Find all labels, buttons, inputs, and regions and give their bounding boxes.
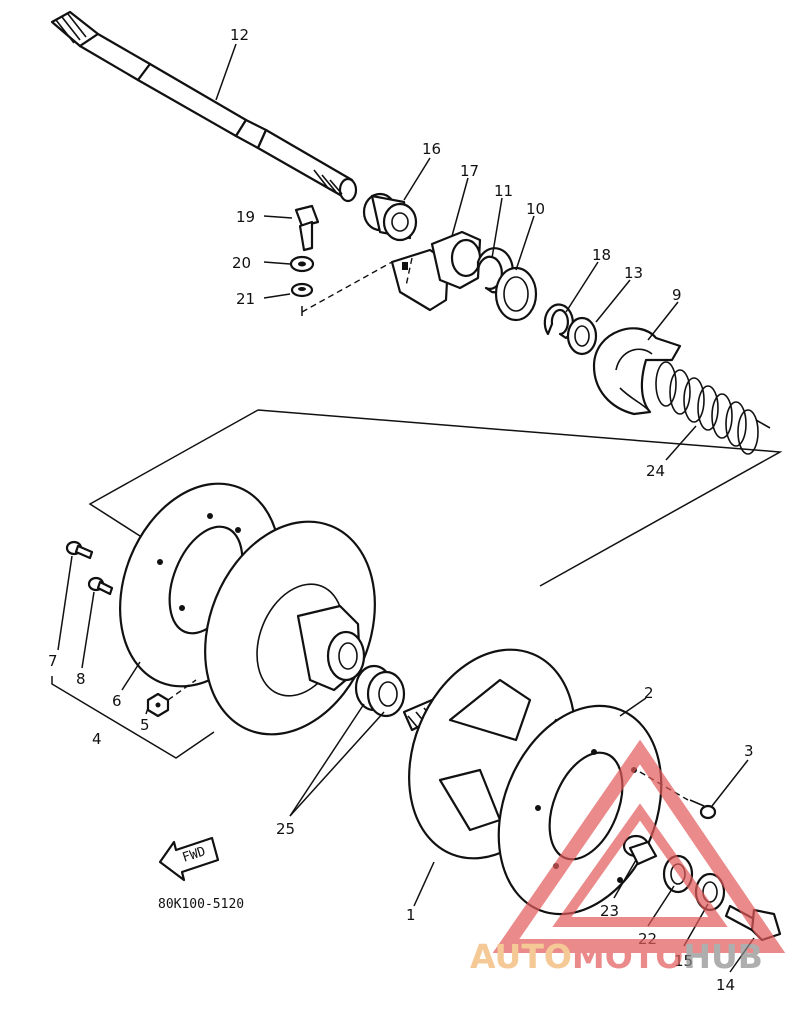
label-part-13: 13 xyxy=(624,264,643,282)
washer-part-13 xyxy=(566,316,598,356)
shaft-part-12 xyxy=(50,10,358,203)
label-part-19: 19 xyxy=(236,208,255,226)
bearing-part-16 xyxy=(362,192,418,242)
label-part-6: 6 xyxy=(112,692,122,710)
screw-part-3 xyxy=(689,799,717,820)
label-part-5: 5 xyxy=(140,716,150,734)
nut-part-5 xyxy=(146,692,170,718)
watermark-triangle-inner-icon xyxy=(552,803,728,927)
watermark-text-auto: AUTO xyxy=(470,937,572,976)
cam-part-9 xyxy=(592,327,682,416)
label-part-11: 11 xyxy=(494,182,513,200)
washer-part-10 xyxy=(494,266,538,322)
label-part-2: 2 xyxy=(644,684,654,702)
label-part-21: 21 xyxy=(236,290,255,308)
watermark-text-moto: MOTO xyxy=(572,937,683,976)
fwd-label: FWD xyxy=(181,844,208,866)
label-part-8: 8 xyxy=(76,670,86,688)
watermark-text: AUTOMOTOHUB xyxy=(470,937,763,976)
sheave-part-4 xyxy=(204,520,376,736)
fwd-arrow: FWD xyxy=(158,836,220,882)
washer-part-21 xyxy=(290,282,314,298)
label-part-14: 14 xyxy=(716,976,735,994)
bolt-part-8 xyxy=(87,576,114,596)
label-part-16: 16 xyxy=(422,140,441,158)
label-part-15: 15 xyxy=(674,952,693,970)
watermark-logo: AUTOMOTOHUB xyxy=(470,739,786,976)
part-labels: 12 16 17 11 10 19 20 21 18 13 9 24 7 8 6… xyxy=(48,26,754,994)
label-part-18: 18 xyxy=(592,246,611,264)
label-part-25: 25 xyxy=(276,820,295,838)
label-part-23: 23 xyxy=(600,902,619,920)
label-part-1: 1 xyxy=(406,906,416,924)
circlip-part-18 xyxy=(543,303,574,340)
label-part-12: 12 xyxy=(230,26,249,44)
watermark-triangle-icon xyxy=(492,739,786,953)
label-part-7: 7 xyxy=(48,652,58,670)
assembly-frame-lines xyxy=(88,409,783,587)
bracket-part-17 xyxy=(390,230,482,312)
label-part-24: 24 xyxy=(646,462,665,480)
spring-part-24 xyxy=(655,361,771,455)
bolt-part-7 xyxy=(65,540,94,560)
label-part-4: 4 xyxy=(92,730,102,748)
label-part-17: 17 xyxy=(460,162,479,180)
label-part-9: 9 xyxy=(672,286,682,304)
collar-part-25 xyxy=(354,664,406,718)
washer-part-20 xyxy=(289,255,315,273)
bolt-part-19 xyxy=(294,204,320,252)
watermark-text-hub: HUB xyxy=(683,937,763,976)
diagram-code: 80K100-5120 xyxy=(158,897,244,912)
label-part-3: 3 xyxy=(744,742,754,760)
spacer-part-23 xyxy=(622,834,658,866)
label-part-20: 20 xyxy=(232,254,251,272)
label-part-10: 10 xyxy=(526,200,545,218)
